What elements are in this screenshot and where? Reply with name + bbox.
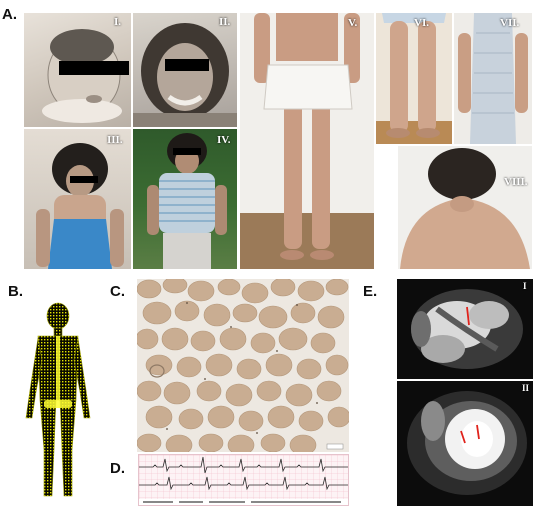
photo-standing-front: V. — [240, 13, 374, 269]
anonymization-bar — [173, 148, 201, 155]
calves-illustration — [376, 13, 452, 144]
tank-top-illustration — [36, 143, 124, 269]
scale-bar-icon — [326, 443, 344, 450]
subpanel-label-a5: V. — [348, 17, 358, 29]
anonymization-bar — [59, 61, 129, 75]
mri-arrow — [476, 424, 480, 440]
ecg-strip — [138, 454, 349, 506]
photo-smiling-woman: II. — [133, 13, 237, 127]
photo-calves-posterior: VI. — [376, 13, 452, 144]
ecg-trace — [139, 455, 348, 505]
photo-upper-back: VIII. — [398, 146, 532, 269]
body-scan-illustration — [25, 302, 91, 497]
photo-arms-gown: VII. — [454, 13, 532, 144]
subpanel-label-a2: II. — [219, 16, 231, 28]
muscle-fibers — [137, 279, 349, 452]
panel-label-e: E. — [363, 283, 378, 300]
cardiac-mri-short-axis: II — [397, 381, 533, 506]
subpanel-label-a3: III. — [107, 134, 123, 146]
subpanel-label-a1: I. — [114, 16, 122, 28]
panel-label-b: B. — [8, 283, 23, 300]
infant-illustration — [42, 29, 122, 123]
cardiac-mri-long-axis: I — [397, 279, 533, 379]
photo-woman-tank-top: III. — [24, 129, 131, 269]
standing-front-illustration — [240, 13, 374, 269]
mri-short-axis-image — [407, 391, 527, 495]
subpanel-label-a8: VIII. — [504, 176, 528, 188]
upper-back-illustration — [400, 148, 530, 269]
photo-infant: I. — [24, 13, 131, 127]
mri-long-axis-image — [411, 289, 523, 369]
subpanel-label-a6: VI. — [414, 17, 429, 29]
anonymization-bar — [165, 59, 209, 71]
panel-label-d: D. — [110, 460, 125, 477]
subpanel-label-a7: VII. — [500, 17, 520, 29]
photo-woman-outdoors: IV. — [133, 129, 237, 269]
subpanel-label-e2: II — [522, 383, 530, 393]
subpanel-label-e1: I — [523, 281, 527, 291]
anonymization-bar — [70, 176, 98, 183]
mri-arrow — [460, 430, 466, 444]
subpanel-label-a4: IV. — [217, 134, 231, 146]
mri-arrow — [466, 306, 470, 326]
muscle-biopsy-histology — [137, 279, 349, 452]
gown-illustration — [458, 13, 528, 144]
body-scan — [20, 300, 100, 505]
outdoors-illustration — [147, 133, 227, 269]
panel-label-c: C. — [110, 283, 125, 300]
panel-label-a: A. — [2, 6, 17, 23]
